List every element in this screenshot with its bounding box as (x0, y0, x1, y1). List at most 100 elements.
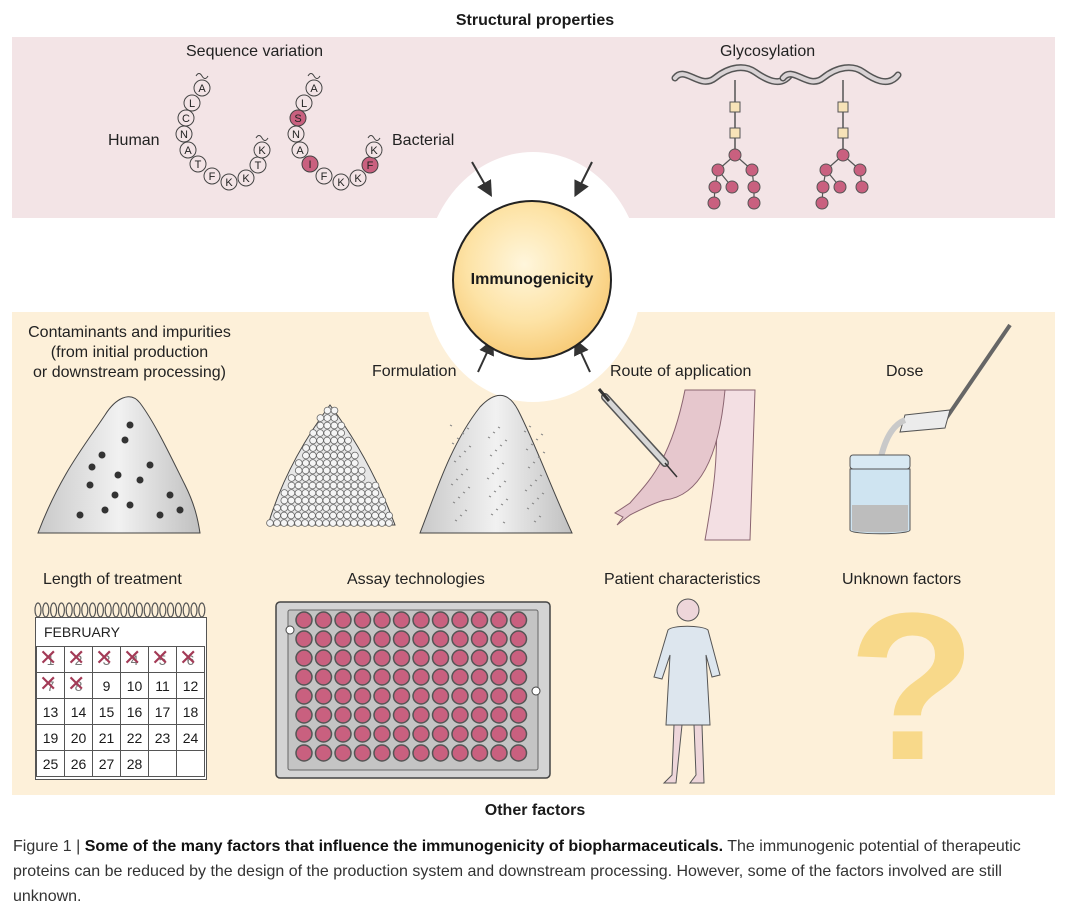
bead (301, 466, 310, 475)
well (334, 611, 352, 629)
well (334, 668, 352, 686)
well (470, 706, 489, 724)
well (451, 668, 469, 686)
spiral-ring (73, 602, 81, 618)
well (451, 744, 469, 762)
residue (305, 79, 323, 97)
speck (486, 477, 490, 480)
bead (294, 496, 303, 505)
well (334, 687, 352, 705)
speck (496, 467, 500, 470)
well (412, 725, 430, 743)
well (412, 611, 430, 629)
well (295, 687, 313, 705)
well (314, 630, 333, 648)
speck (459, 514, 463, 517)
spiral-ring (159, 602, 167, 618)
calendar-day: 20 (64, 724, 93, 751)
well (451, 630, 469, 648)
bead (337, 429, 346, 437)
residue-letter: K (242, 173, 250, 185)
bead (322, 511, 330, 520)
bead (329, 489, 338, 497)
bead (336, 459, 345, 467)
residue-letter: L (189, 98, 195, 110)
speck (455, 478, 459, 481)
bead (323, 451, 331, 460)
bead (273, 511, 281, 520)
speck (525, 448, 529, 451)
spiral-ring (167, 602, 175, 618)
speck (467, 486, 471, 489)
bead (350, 496, 359, 505)
calendar-day-number: 1 (46, 651, 55, 668)
bead (280, 511, 288, 520)
contaminant-dot (86, 481, 94, 489)
speck (541, 492, 545, 495)
bead (309, 436, 317, 445)
contaminants-label: Contaminants and impurities (from initia… (12, 323, 247, 383)
residue (175, 125, 193, 143)
contaminants-line-2: (from initial production (50, 344, 209, 361)
residue-letter: F (367, 160, 374, 172)
contaminant-dot (76, 511, 84, 519)
calendar-day: 16 (120, 698, 149, 725)
dose-spatula-jar-illustration (849, 323, 1012, 535)
calendar-month: FEBRUARY (44, 624, 120, 640)
bead (364, 496, 373, 505)
spiral-ring (151, 602, 159, 618)
contaminant-dot (88, 463, 96, 471)
contaminant-dot (121, 436, 129, 444)
cross-mark-icon: ✕ (95, 645, 114, 670)
speck (526, 507, 530, 510)
bead (357, 511, 365, 520)
speck (530, 443, 534, 446)
bead (350, 481, 359, 490)
calendar-day-number: 15 (98, 703, 115, 720)
calendar-day: 18 (176, 698, 205, 725)
well (314, 611, 333, 629)
bead (330, 414, 339, 422)
bead (315, 496, 324, 505)
well (490, 744, 508, 762)
bead (337, 421, 346, 430)
spiral-ring (96, 602, 105, 618)
speck (540, 433, 544, 436)
well (334, 706, 352, 724)
well (373, 706, 391, 724)
bead (315, 466, 324, 475)
bead (329, 511, 337, 520)
well (490, 649, 508, 667)
speck (542, 451, 546, 454)
bead (322, 496, 331, 505)
other-factors-header: Other factors (484, 802, 586, 819)
well (373, 687, 391, 705)
bead (294, 504, 303, 512)
well (490, 630, 508, 648)
well (295, 649, 313, 667)
bead (308, 511, 316, 520)
bead (301, 496, 310, 505)
calendar-week: 1✕2✕3✕4✕5✕6✕ (36, 645, 205, 673)
bead (294, 519, 302, 527)
well (353, 611, 372, 629)
speck (457, 496, 461, 499)
speck (466, 427, 470, 430)
figure-caption: Figure 1 | Some of the many factors that… (13, 834, 1058, 909)
residue-letter: K (354, 173, 362, 185)
spiral-ring (104, 602, 112, 618)
bead (294, 474, 303, 482)
bead (315, 459, 324, 467)
length-of-treatment-label: Length of treatment (43, 571, 182, 588)
well (451, 687, 469, 705)
residue-letter: A (184, 145, 192, 157)
immunogenicity-node: Immunogenicity (452, 200, 612, 360)
speck (458, 455, 462, 458)
bead (308, 466, 317, 475)
calendar-day: 23 (148, 724, 177, 751)
residue-letter: A (310, 83, 318, 95)
well (392, 668, 411, 686)
